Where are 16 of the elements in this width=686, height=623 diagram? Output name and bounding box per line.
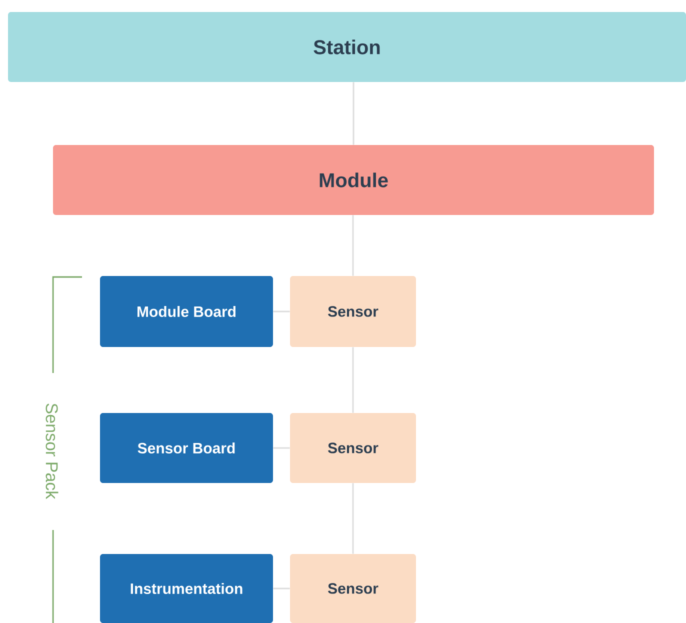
connector-line [352,215,354,276]
bracket-label: Sensor Pack [46,404,58,500]
sensor-box: Sensor [290,412,416,483]
connector-line [352,347,354,413]
connector-line [352,82,354,145]
connector-line [273,588,290,590]
board-box: Module Board [100,276,273,347]
board-box: Sensor Board [100,412,273,483]
connector-line [273,310,290,312]
level-bar: Module [53,145,654,215]
sensor-box: Sensor [290,554,416,623]
connector-line [352,483,354,554]
sensor-box: Sensor [290,276,416,347]
level-bar: Station [8,12,686,82]
connector-line [273,447,290,449]
board-box: Instrumentation [100,554,273,623]
